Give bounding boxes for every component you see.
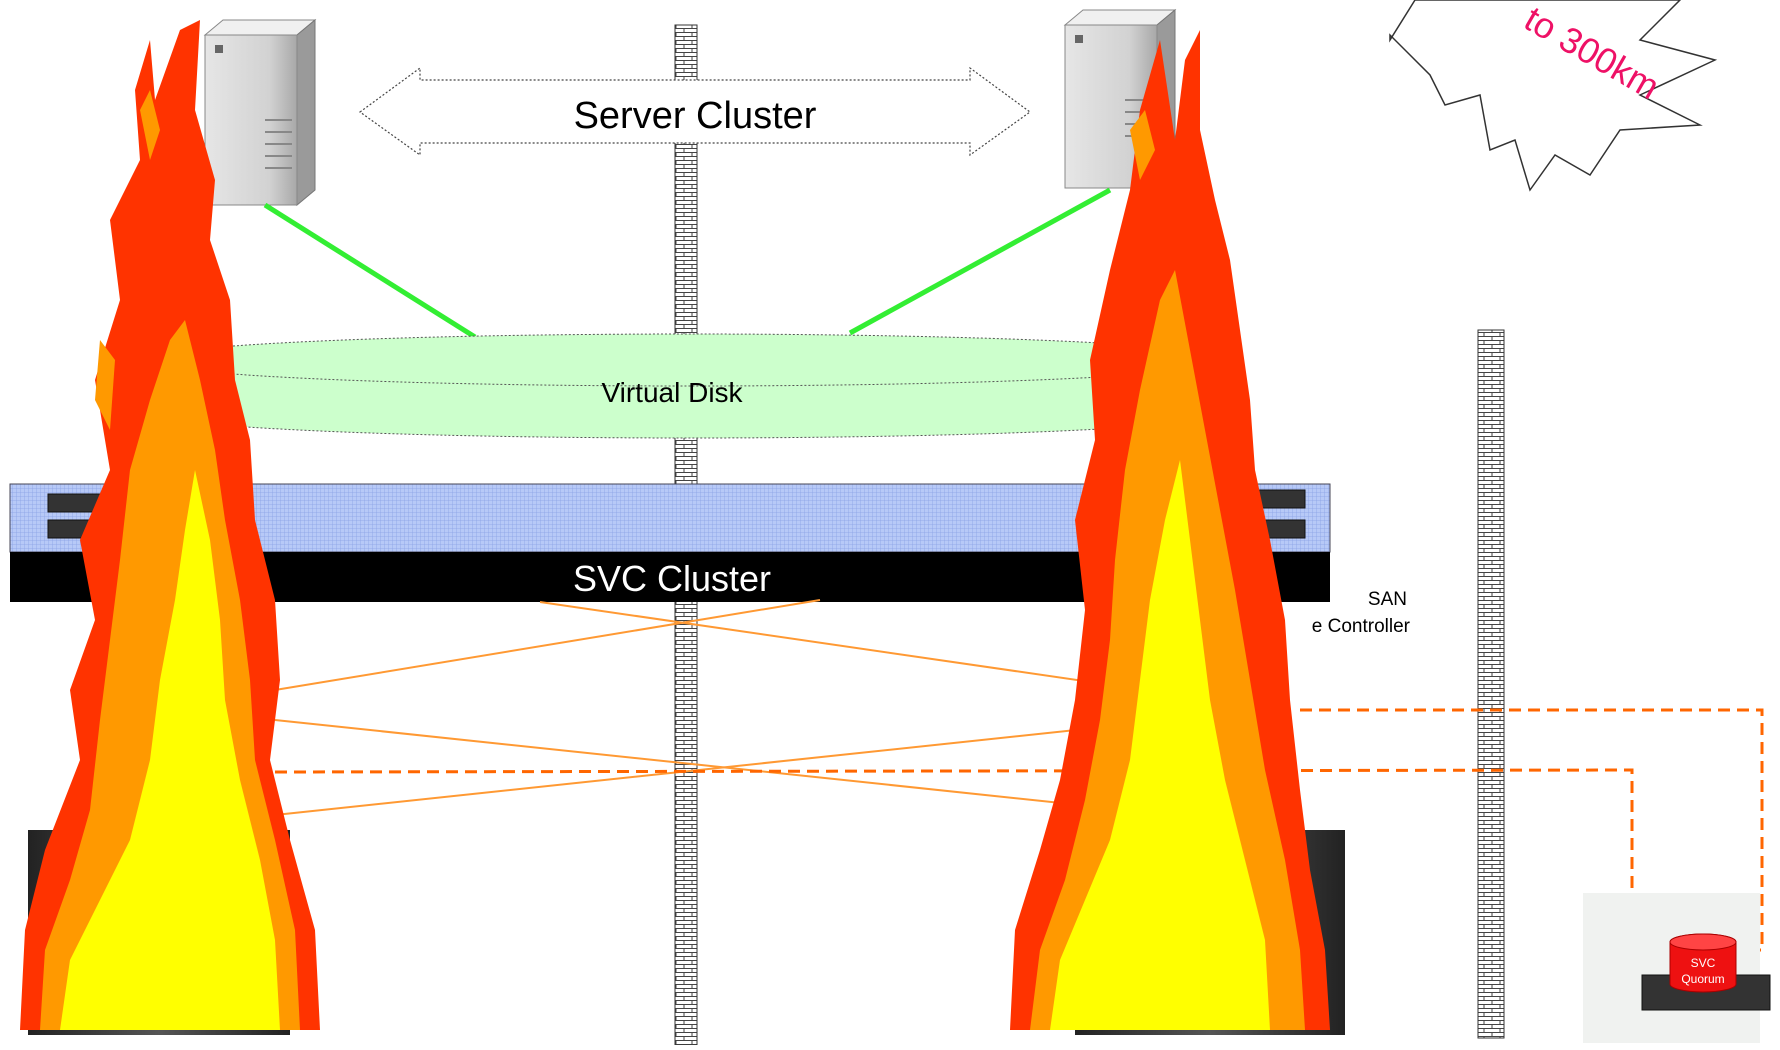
server-cluster-label: Server Cluster: [574, 95, 817, 137]
link-left-server: [263, 202, 477, 340]
fire-right: [1010, 30, 1330, 1030]
svc-cluster-label: SVC Cluster: [573, 558, 771, 599]
callout-star-shape: [1389, 0, 1718, 192]
fire-left: [20, 20, 320, 1030]
virtual-disk-label: Virtual Disk: [601, 377, 743, 408]
quorum-wall: [1477, 329, 1505, 1039]
server-cluster-arrow: Server Cluster: [358, 66, 1032, 157]
server-left: [203, 18, 317, 207]
link-right-server: [848, 187, 1112, 336]
san-label: SAN: [1368, 589, 1407, 610]
distance-callout: to 300km: [1389, 0, 1718, 192]
quorum-device: SVC Quorum: [1583, 893, 1771, 1043]
quorum-label-1: SVC: [1691, 956, 1716, 970]
quorum-links: [274, 708, 1764, 952]
fibre-links: [274, 599, 1181, 816]
double-arrow-shape: [358, 66, 1032, 157]
storage-controller-label: e Controller: [1312, 616, 1411, 637]
quorum-label-2: Quorum: [1681, 972, 1724, 986]
virtual-disk: Virtual Disk: [147, 333, 1233, 439]
